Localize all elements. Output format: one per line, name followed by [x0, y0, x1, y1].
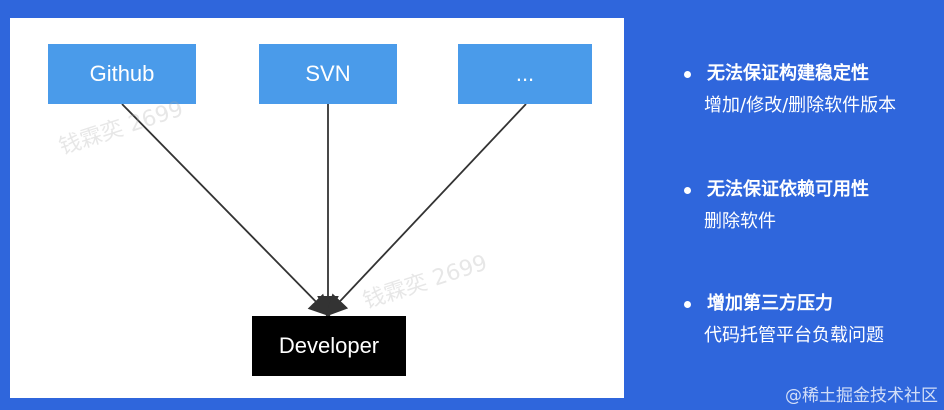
node-developer-label: Developer: [278, 333, 380, 358]
bullet-title: 增加第三方压力: [707, 293, 833, 314]
bullet-detail: 增加/修改/删除软件版本: [704, 95, 897, 116]
node-developer: Developer: [252, 316, 406, 376]
bullet-detail: 代码托管平台负载问题: [704, 325, 884, 346]
watermark: 钱霖奕 2699: [360, 250, 491, 315]
diagram-panel: Github SVN ... Developer 钱霖奕 2699 钱霖奕 26…: [10, 18, 624, 398]
bullet-detail: 删除软件: [704, 211, 776, 232]
bullet-title-row: 无法保证构建稳定性: [684, 62, 942, 86]
node-svn-label: SVN: [305, 61, 351, 86]
bullet-item: 无法保证构建稳定性 增加/修改/删除软件版本: [684, 62, 942, 118]
bullet-dot-icon: [684, 300, 691, 308]
node-github: Github: [48, 44, 196, 104]
node-github-label: Github: [89, 61, 155, 86]
bullet-item: 无法保证依赖可用性 删除软件: [684, 178, 942, 234]
bullet-dot-icon: [684, 70, 691, 78]
footer-credit: @稀土掘金技术社区: [785, 386, 938, 406]
bullet-dot-icon: [684, 186, 691, 194]
edge-more-developer: [325, 103, 527, 317]
bullet-title: 无法保证构建稳定性: [707, 63, 869, 84]
bullet-title: 无法保证依赖可用性: [707, 179, 869, 200]
bullet-item: 增加第三方压力 代码托管平台负载问题: [684, 292, 942, 348]
node-svn: SVN: [259, 44, 397, 104]
edge-github-developer: [121, 103, 331, 317]
bullet-title-row: 增加第三方压力: [684, 292, 942, 316]
node-more-label: ...: [515, 61, 535, 86]
bullet-title-row: 无法保证依赖可用性: [684, 178, 942, 202]
node-more: ...: [458, 44, 592, 104]
